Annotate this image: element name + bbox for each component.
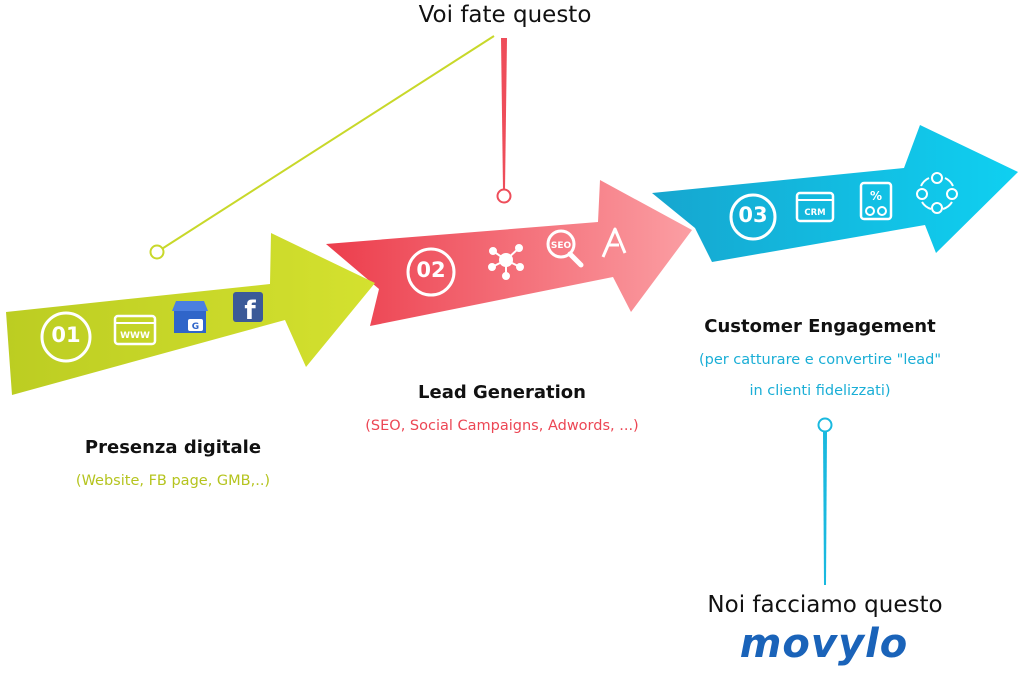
website-icon: WWW — [113, 314, 157, 346]
svg-text:CRM: CRM — [804, 208, 825, 218]
connector-line-stage1 — [156, 35, 495, 253]
crm-icon: CRM — [795, 191, 835, 223]
stage3-subtitle-line2: in clienti fidelizzati) — [749, 383, 891, 399]
connector-dot-stage3 — [817, 417, 833, 433]
arrow-stage3 — [652, 125, 1018, 262]
svg-text:WWW: WWW — [120, 331, 150, 341]
stage2-badge — [406, 247, 456, 297]
stage3-title: Customer Engagement — [704, 316, 936, 337]
connector-dot-stage1 — [149, 244, 165, 260]
seo-magnifier-icon: SEO — [546, 229, 584, 268]
connector-line-stage3 — [823, 432, 827, 585]
stage3-subtitle-line1: (per catturare e convertire "lead" — [698, 352, 942, 368]
stage3-number: 03 — [738, 203, 768, 227]
connector-dot-stage2 — [496, 188, 512, 204]
stage2-subtitle: (SEO, Social Campaigns, Adwords, ...) — [365, 418, 639, 434]
bottom-heading: Noi facciamo questo — [707, 592, 943, 618]
adwords-icon — [601, 227, 627, 258]
movylo-logo: movylo — [739, 621, 909, 667]
top-heading: Voi fate questo — [418, 2, 592, 28]
coupon-icon: % — [859, 181, 893, 221]
stage3-badge — [729, 193, 777, 241]
svg-text:G: G — [192, 322, 199, 332]
stage1-title: Presenza digitale — [84, 437, 262, 458]
svg-text:%: % — [870, 189, 882, 203]
stage1-subtitle: (Website, FB page, GMB,..) — [75, 473, 271, 489]
stage2-number: 02 — [416, 258, 446, 282]
facebook-icon: f — [233, 292, 263, 326]
svg-text:SEO: SEO — [551, 241, 572, 251]
stage1-badge — [40, 311, 92, 363]
google-my-business-icon: G — [172, 301, 208, 333]
stage1-number: 01 — [51, 323, 81, 347]
stage2-title: Lead Generation — [418, 382, 586, 403]
network-icon — [488, 244, 524, 280]
customer-cycle-icon — [916, 172, 958, 214]
connector-line-stage2 — [501, 38, 507, 190]
arrow-stage2 — [326, 180, 692, 326]
svg-text:f: f — [244, 296, 256, 326]
